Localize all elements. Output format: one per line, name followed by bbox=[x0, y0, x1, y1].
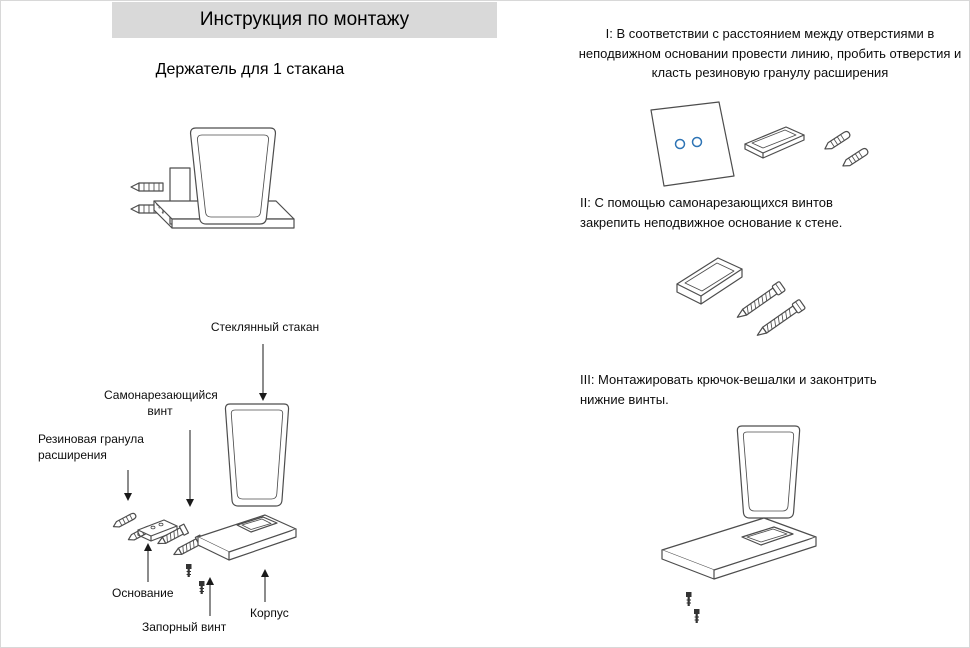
label-glass-cup: Стеклянный стакан bbox=[210, 320, 320, 334]
holder-body-drawing bbox=[197, 514, 297, 561]
holder-body-drawing bbox=[661, 517, 817, 580]
label-rubber-anchor: Резиновая гранула расширения bbox=[38, 432, 144, 462]
step-3-drawing bbox=[661, 425, 817, 623]
assembled-product-drawing bbox=[130, 127, 295, 229]
page-title: Инструкция по монтажу bbox=[112, 2, 497, 38]
base-bracket-drawing bbox=[676, 257, 743, 305]
wall-screw-icon bbox=[130, 182, 164, 214]
base-bracket-drawing bbox=[744, 126, 805, 159]
drill-hole-mark bbox=[674, 138, 686, 150]
label-lock-screw: Запорный винт bbox=[142, 620, 227, 634]
exploded-diagram-drawing bbox=[112, 344, 297, 616]
exploded-diagram: Стеклянный стакан Самонарезающийся винт … bbox=[20, 318, 350, 648]
glass-cup-drawing bbox=[224, 403, 290, 507]
step-1-text: I: В соответствии с расстоянием между от… bbox=[578, 26, 962, 80]
label-tapping-screw: Самонарезающийся винт bbox=[104, 388, 218, 418]
glass-cup-drawing bbox=[189, 127, 277, 225]
step-1-drawing bbox=[650, 101, 869, 187]
drill-hole-mark bbox=[691, 136, 703, 148]
label-body: Корпус bbox=[250, 606, 289, 620]
step-2-text: II: С помощью самонарезающихся винтов за… bbox=[580, 195, 843, 230]
product-subtitle: Держатель для 1 стакана bbox=[155, 61, 345, 78]
lock-screw-icon bbox=[186, 564, 205, 594]
pointer-arrows bbox=[124, 344, 269, 616]
tapping-screw-icon bbox=[736, 281, 806, 336]
rubber-anchor-icon bbox=[824, 130, 869, 167]
label-base: Основание bbox=[112, 586, 174, 600]
step-3-text: III: Монтажировать крючок-вешалки и зако… bbox=[580, 372, 877, 407]
step-2-drawing bbox=[676, 257, 806, 336]
glass-cup-drawing bbox=[736, 425, 801, 519]
marking-plate-drawing bbox=[650, 101, 735, 187]
lock-screw-icon bbox=[686, 592, 700, 623]
